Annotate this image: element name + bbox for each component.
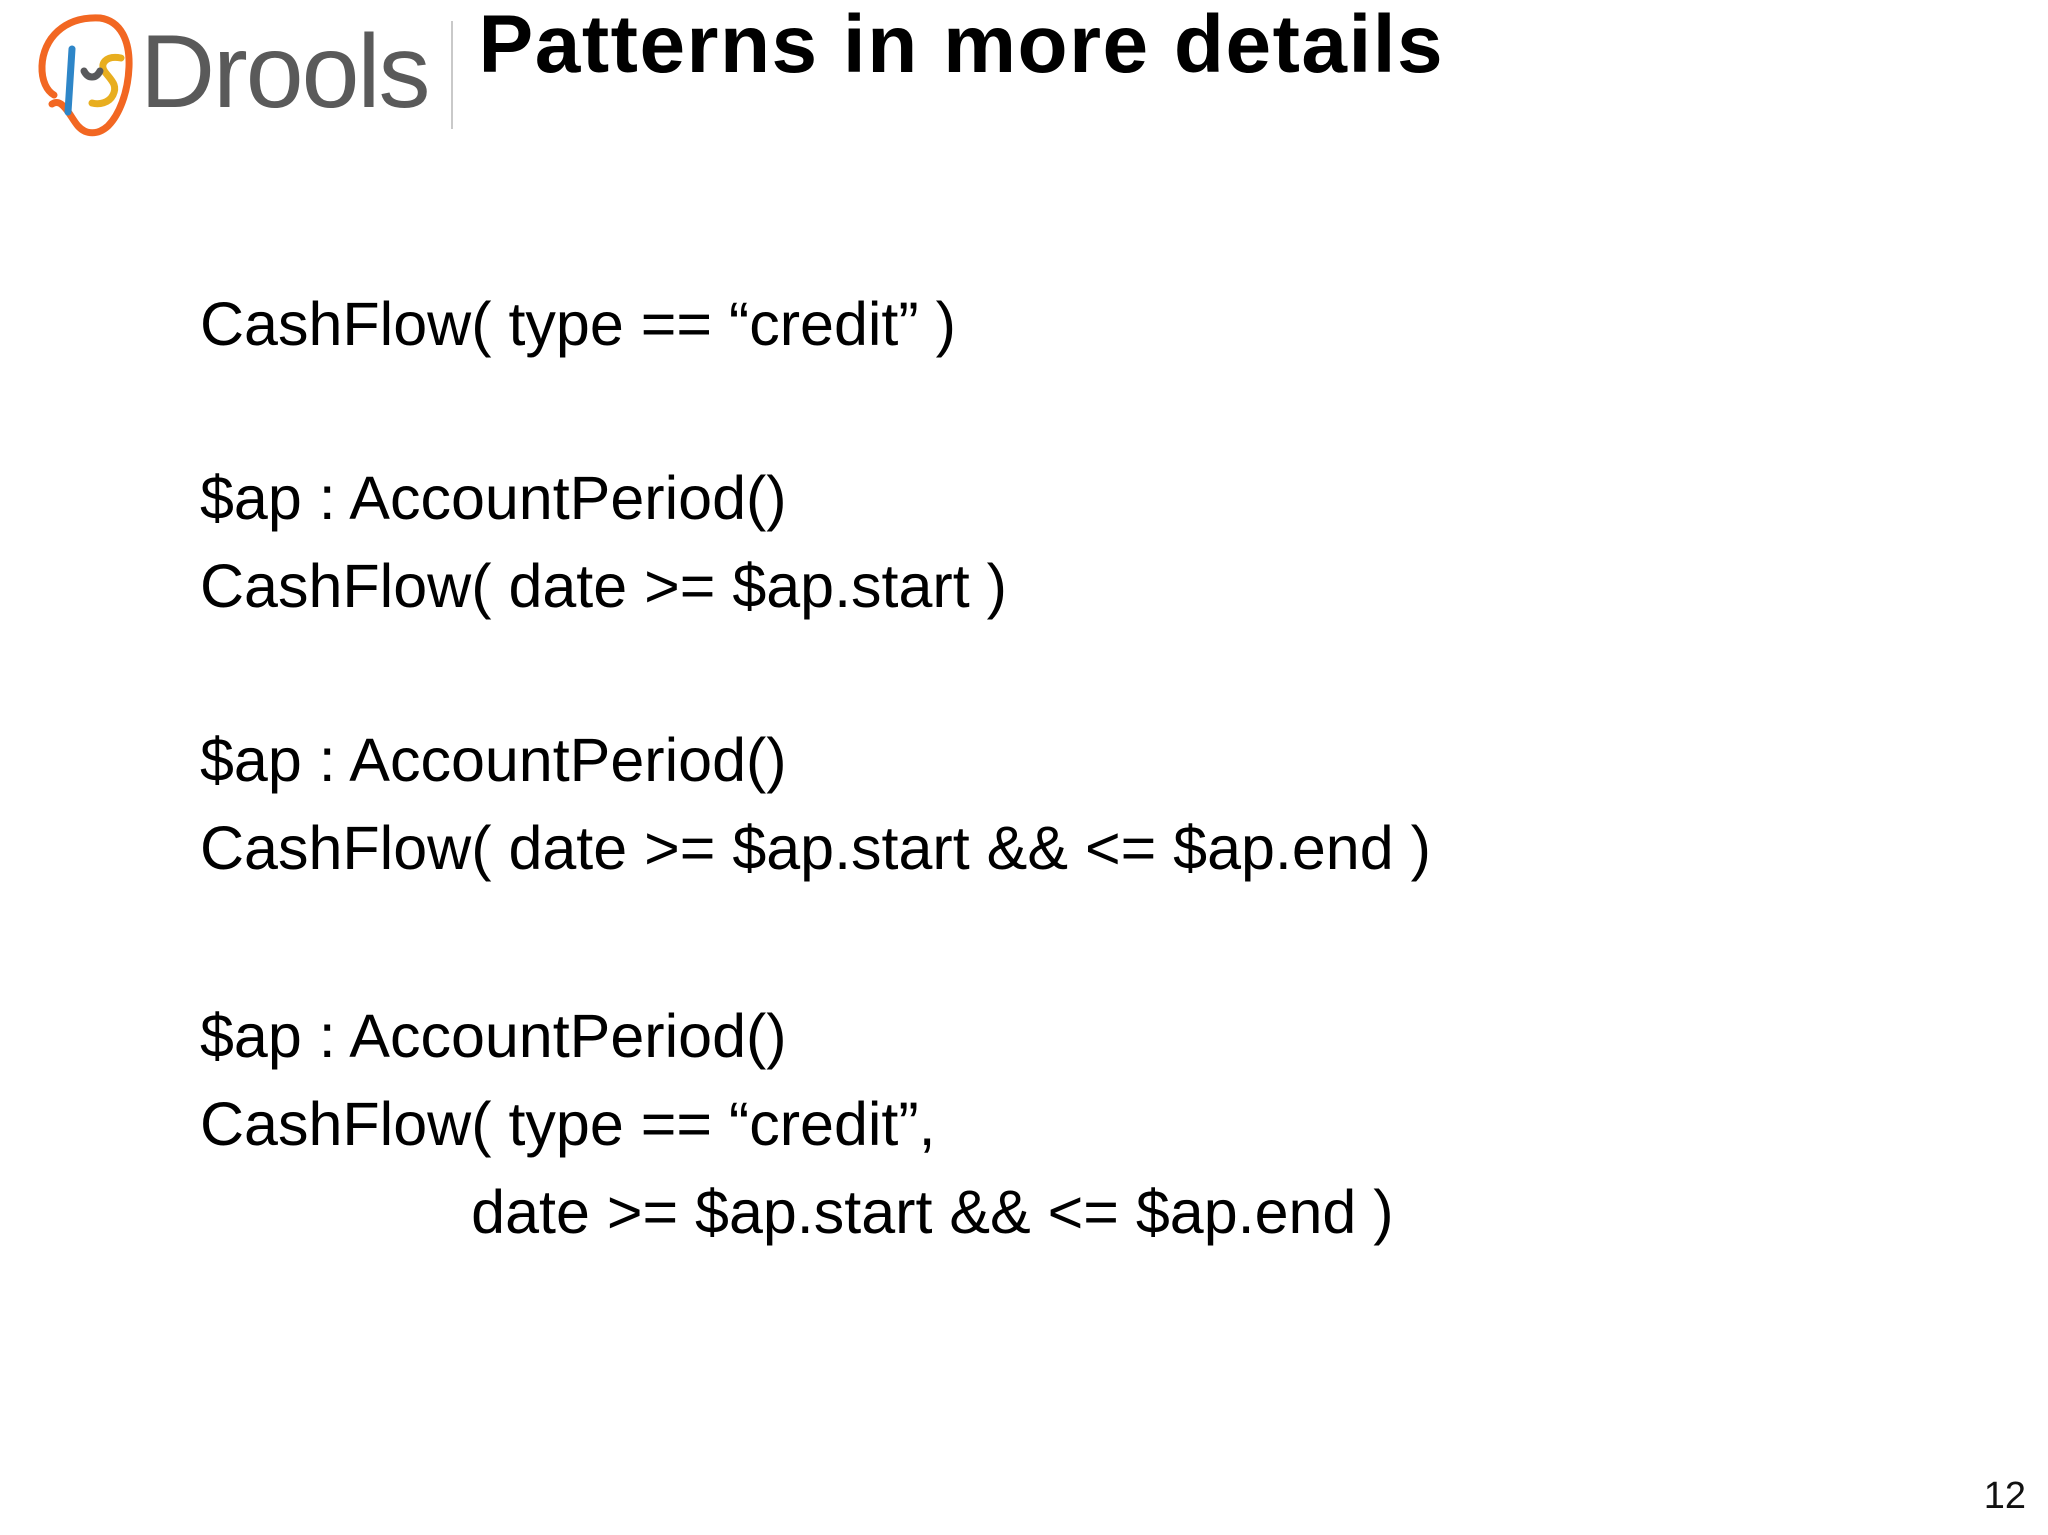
code-line: $ap : AccountPeriod() [200, 726, 787, 794]
drools-face-logo-icon [38, 14, 133, 137]
header-divider [450, 21, 453, 129]
page-number: 12 [1983, 1475, 2026, 1517]
code-line: $ap : AccountPeriod() [200, 1002, 787, 1070]
slide-header: Drools Patterns in more details [0, 0, 2048, 150]
code-line: CashFlow( date >= $ap.start && <= $ap.en… [200, 814, 1431, 882]
code-block-2: $ap : AccountPeriod() CashFlow( date >= … [200, 454, 1980, 630]
code-line-continuation: date >= $ap.start && <= $ap.end ) [200, 1178, 1394, 1246]
code-line: CashFlow( type == “credit”, [200, 1090, 936, 1158]
code-line: CashFlow( date >= $ap.start ) [200, 552, 1007, 620]
code-line: CashFlow( type == “credit” ) [200, 290, 956, 358]
block-spacer [200, 630, 1980, 716]
code-block-3: $ap : AccountPeriod() CashFlow( date >= … [200, 716, 1980, 892]
code-block-4: $ap : AccountPeriod() CashFlow( type == … [200, 992, 1980, 1256]
brand-lockup: Drools Patterns in more details [0, 0, 1444, 150]
code-content-area: CashFlow( type == “credit” ) $ap : Accou… [200, 280, 1980, 1256]
code-line: $ap : AccountPeriod() [200, 464, 787, 532]
page-title: Patterns in more details [478, 0, 1445, 90]
brand-wordmark: Drools [140, 14, 431, 130]
block-spacer [200, 892, 1980, 992]
code-block-1: CashFlow( type == “credit” ) [200, 280, 1980, 368]
block-spacer [200, 368, 1980, 454]
